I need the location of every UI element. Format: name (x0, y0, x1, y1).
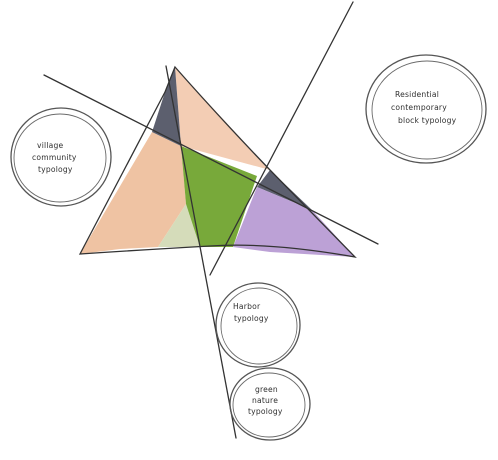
region-dark-right (257, 170, 312, 210)
bubble-green-nature: green nature typology (229, 367, 311, 441)
cut-line-vertical (165, 65, 237, 439)
label-village-1: village (37, 141, 63, 150)
bubble-residential: Residential contemporary block typology (365, 54, 487, 164)
label-village-2: community (32, 153, 77, 162)
label-green-3: typology (248, 407, 283, 416)
bubble-harbor-ring-outer (215, 282, 301, 368)
triangle-outline (78, 65, 357, 258)
bubble-residential-ring-inner (371, 60, 483, 160)
bubble-village-ring-outer (10, 107, 112, 207)
label-green-2: nature (252, 396, 278, 405)
bubble-green-ring-outer (229, 367, 311, 441)
region-peach-left (80, 132, 186, 254)
bubble-harbor: Harbor typology (215, 282, 301, 368)
bubble-green-ring-inner (232, 372, 306, 438)
label-harbor-2: typology (234, 314, 269, 323)
label-residential-2: contemporary (391, 103, 447, 112)
label-residential-3: block typology (398, 116, 457, 125)
region-dark-left (152, 67, 181, 146)
bubble-harbor-ring-inner (220, 287, 298, 365)
cut-line-right (209, 1, 354, 276)
triangle-regions (80, 67, 355, 257)
cut-line-diagonal (43, 74, 379, 245)
bubble-residential-ring-outer (365, 54, 487, 164)
label-residential-1: Residential (395, 90, 439, 99)
label-village-3: typology (38, 165, 73, 174)
label-harbor-1: Harbor (233, 302, 261, 311)
region-lavender (233, 187, 355, 257)
bubble-village-ring-inner (13, 113, 107, 203)
bubble-village: village community typology (10, 107, 112, 207)
label-green-1: green (255, 385, 278, 394)
